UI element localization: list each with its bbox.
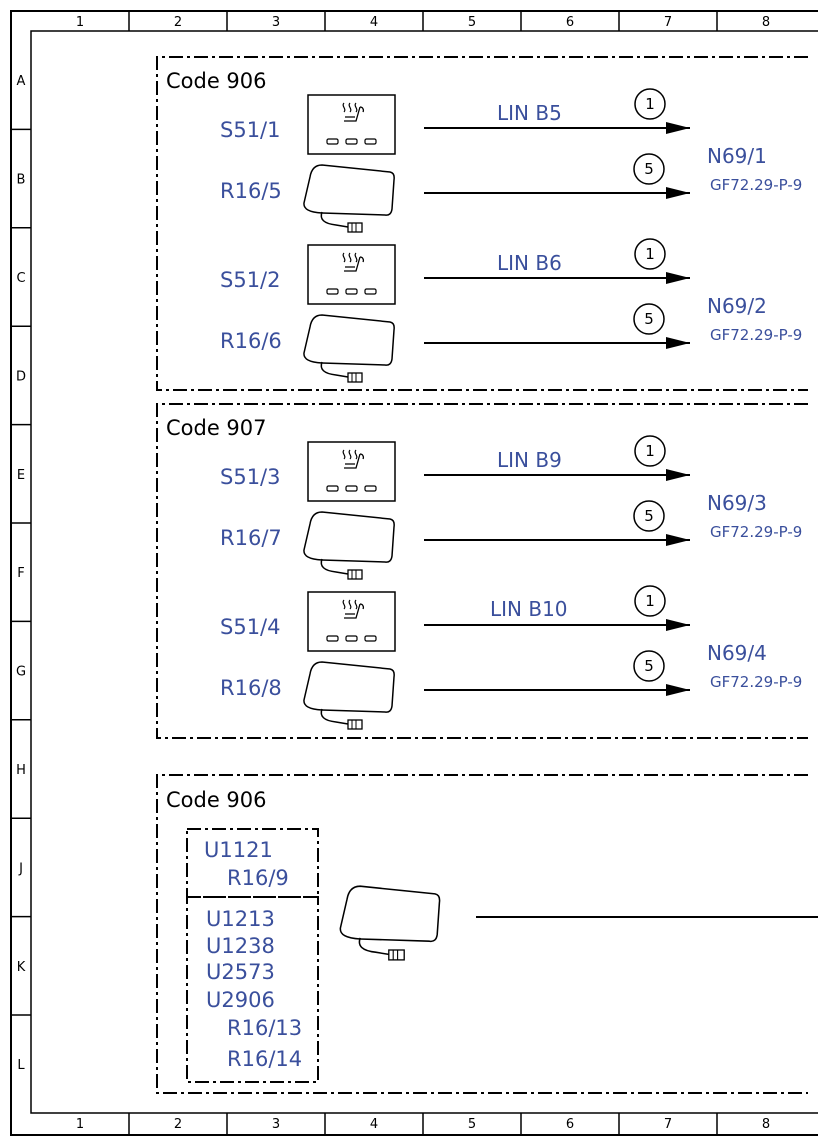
pin-number: 1 bbox=[645, 442, 655, 460]
component-label: R16/13 bbox=[227, 1016, 302, 1040]
pin-circle bbox=[633, 153, 665, 185]
column-number-top: 6 bbox=[566, 15, 574, 30]
row-letter: D bbox=[16, 369, 26, 384]
bus-label: LIN B10 bbox=[490, 597, 568, 621]
seat-heater-mat-icon bbox=[303, 314, 395, 383]
code-box-2 bbox=[186, 896, 319, 1083]
column-number-bottom: 2 bbox=[174, 1117, 182, 1132]
code-label: U1121 bbox=[204, 838, 273, 862]
switch-label: S51/4 bbox=[220, 615, 281, 639]
heater-label: R16/7 bbox=[220, 526, 282, 550]
seat-heater-mat-icon bbox=[303, 164, 395, 233]
row-letter: F bbox=[17, 566, 24, 581]
group-code-906: Code 906 S51/1 LIN B5 1 R16/5 5 N69/1 GF… bbox=[156, 56, 808, 391]
heater-label: R16/5 bbox=[220, 179, 282, 203]
group-frame bbox=[156, 403, 808, 739]
row-letter: K bbox=[17, 960, 26, 975]
group-title: Code 906 bbox=[166, 69, 267, 93]
code-label: U1213 bbox=[206, 907, 275, 931]
bus-label: LIN B5 bbox=[497, 101, 562, 125]
code-label: U2906 bbox=[206, 988, 275, 1012]
pin-circle bbox=[634, 238, 666, 270]
target-label: N69/1 bbox=[707, 144, 767, 168]
column-number-top: 1 bbox=[76, 15, 84, 30]
code-label: U1238 bbox=[206, 934, 275, 958]
group-frame bbox=[156, 774, 808, 1094]
column-number-bottom: 6 bbox=[566, 1117, 574, 1132]
inner-frame bbox=[30, 30, 818, 1114]
outer-frame bbox=[10, 10, 818, 1136]
seat-heater-switch-icon bbox=[307, 244, 396, 305]
column-number-top: 4 bbox=[370, 15, 378, 30]
column-number-top: 7 bbox=[664, 15, 672, 30]
pin-number: 1 bbox=[645, 245, 655, 263]
seat-heater-switch-icon bbox=[307, 94, 396, 155]
column-number-top: 8 bbox=[762, 15, 770, 30]
component-label: R16/9 bbox=[227, 866, 289, 890]
row-letter: E bbox=[17, 468, 25, 483]
reference-label: GF72.29-P-9 bbox=[710, 673, 802, 691]
row-letter: A bbox=[17, 74, 26, 89]
seat-heater-mat-icon bbox=[303, 661, 395, 730]
seat-heater-switch-icon bbox=[307, 591, 396, 652]
pin-circle bbox=[634, 585, 666, 617]
seat-heater-switch-icon bbox=[307, 441, 396, 502]
row-letter: G bbox=[16, 665, 26, 680]
column-number-bottom: 1 bbox=[76, 1117, 84, 1132]
code-label: U2573 bbox=[206, 960, 275, 984]
row-letter: H bbox=[16, 763, 26, 778]
reference-label: GF72.29-P-9 bbox=[710, 176, 802, 194]
bus-label: LIN B9 bbox=[497, 448, 562, 472]
group-title: Code 907 bbox=[166, 416, 267, 440]
bus-label: LIN B6 bbox=[497, 251, 562, 275]
pin-circle bbox=[634, 435, 666, 467]
pin-number: 5 bbox=[644, 310, 654, 328]
group-code-907: Code 907 S51/3 LIN B9 1 R16/7 5 N69/3 GF… bbox=[156, 403, 808, 739]
pin-circle bbox=[633, 303, 665, 335]
pin-circle bbox=[633, 650, 665, 682]
group-title: Code 906 bbox=[166, 788, 267, 812]
switch-label: S51/2 bbox=[220, 268, 281, 292]
pin-number: 5 bbox=[644, 507, 654, 525]
row-letter: B bbox=[17, 173, 26, 188]
heater-label: R16/6 bbox=[220, 329, 282, 353]
pin-circle bbox=[634, 88, 666, 120]
seat-heater-mat-icon bbox=[303, 511, 395, 580]
target-label: N69/3 bbox=[707, 491, 767, 515]
target-label: N69/2 bbox=[707, 294, 767, 318]
row-letter: J bbox=[18, 861, 23, 876]
column-number-top: 2 bbox=[174, 15, 182, 30]
pin-circle bbox=[633, 500, 665, 532]
component-label: R16/14 bbox=[227, 1047, 302, 1071]
column-number-bottom: 5 bbox=[468, 1117, 476, 1132]
pin-number: 1 bbox=[645, 95, 655, 113]
reference-label: GF72.29-P-9 bbox=[710, 523, 802, 541]
code-box-1 bbox=[186, 828, 319, 898]
column-number-top: 3 bbox=[272, 15, 280, 30]
pin-number: 5 bbox=[644, 657, 654, 675]
group-code-906-bottom: Code 906 U1121 R16/9 U1213 U1238 U2573 U… bbox=[156, 774, 818, 1094]
row-letter: C bbox=[16, 271, 25, 286]
column-number-bottom: 3 bbox=[272, 1117, 280, 1132]
pin-number: 1 bbox=[645, 592, 655, 610]
column-number-bottom: 7 bbox=[664, 1117, 672, 1132]
column-number-bottom: 8 bbox=[762, 1117, 770, 1132]
target-label: N69/4 bbox=[707, 641, 767, 665]
row-letter: L bbox=[17, 1058, 25, 1073]
column-number-bottom: 4 bbox=[370, 1117, 378, 1132]
group-frame bbox=[156, 56, 808, 391]
switch-label: S51/1 bbox=[220, 118, 281, 142]
switch-label: S51/3 bbox=[220, 465, 281, 489]
heater-label: R16/8 bbox=[220, 676, 282, 700]
seat-heater-mat-icon bbox=[339, 885, 441, 961]
column-number-top: 5 bbox=[468, 15, 476, 30]
pin-number: 5 bbox=[644, 160, 654, 178]
reference-label: GF72.29-P-9 bbox=[710, 326, 802, 344]
